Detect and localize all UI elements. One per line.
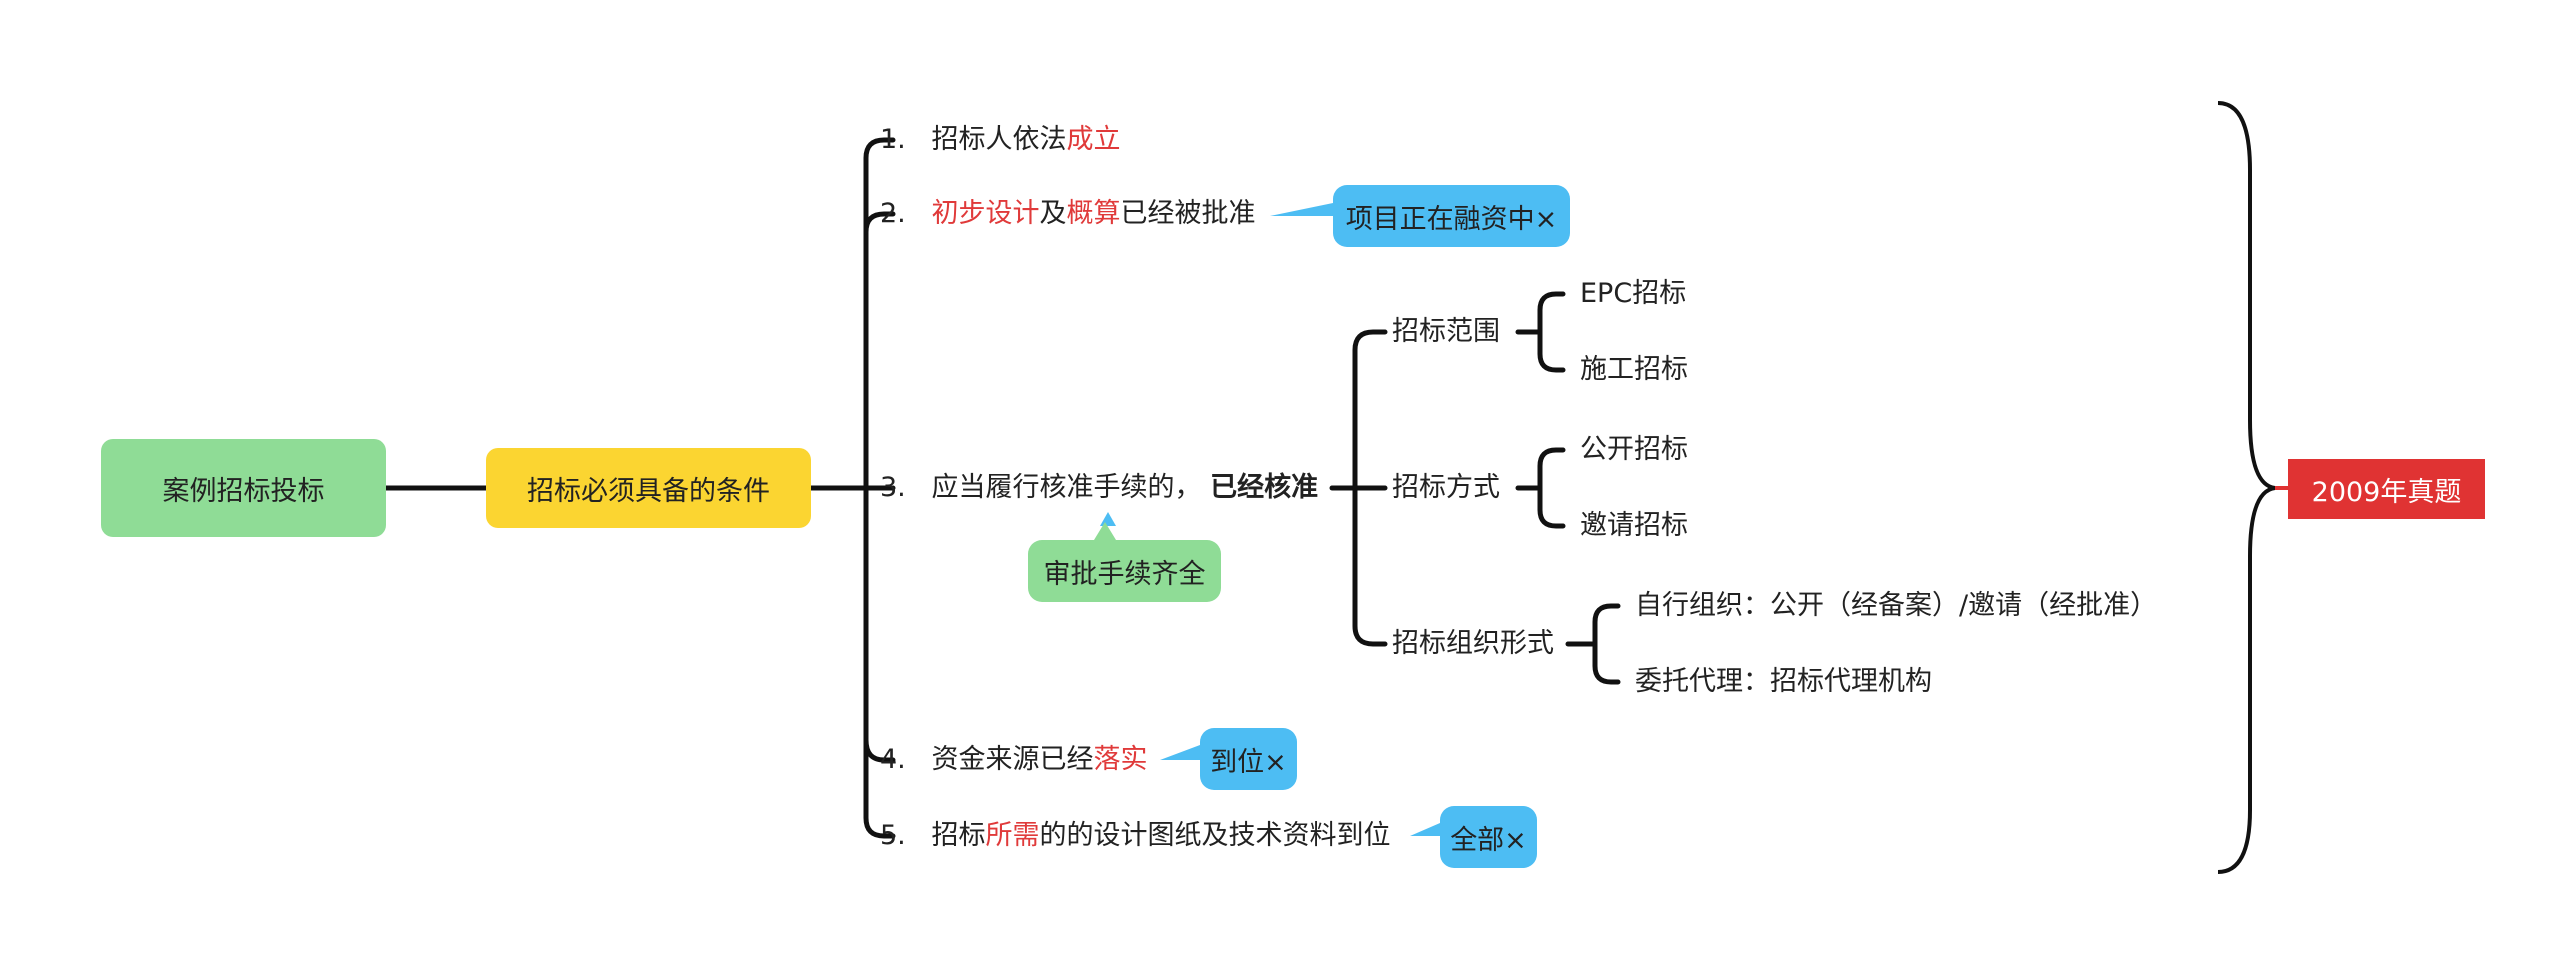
branch-method-open[interactable]: 公开招标	[1580, 430, 1688, 470]
branch-method-label: 招标方式	[1392, 472, 1500, 503]
branch-method-invite[interactable]: 邀请招标	[1580, 506, 1688, 546]
callout-in-place[interactable]: 到位×	[1200, 728, 1297, 790]
condition-2-number: 2.	[880, 198, 906, 229]
branch-scope-epc[interactable]: EPC招标	[1580, 274, 1686, 314]
callout-pointer-2	[1270, 203, 1333, 216]
condition-4-text: 资金来源已经	[931, 744, 1094, 775]
branch-2	[863, 211, 896, 235]
condition-3-text: 应当履行核准手续的，	[931, 472, 1202, 503]
green-callout-pointer	[1094, 522, 1116, 540]
condition-1-highlight: 成立	[1066, 124, 1121, 155]
main-topic-label: 招标必须具备的条件	[527, 475, 770, 507]
branch-method[interactable]: 招标方式	[1392, 468, 1500, 508]
condition-5-number: 5.	[880, 820, 906, 851]
main-topic-node[interactable]: 招标必须具备的条件	[486, 448, 811, 528]
condition-4-number: 4.	[880, 744, 906, 775]
condition-2-text-and: 及	[1039, 198, 1067, 229]
sub-bracket-bottom	[1352, 485, 1388, 647]
root-label: 案例招标投标	[162, 475, 325, 507]
scope-bottom	[1537, 329, 1566, 373]
condition-3-number: 3.	[880, 472, 906, 503]
callout-all[interactable]: 全部×	[1440, 806, 1537, 868]
scope-top	[1537, 291, 1566, 335]
branch-4	[863, 737, 896, 763]
condition-1[interactable]: 1. 招标人依法成立	[880, 120, 1121, 160]
year-tag[interactable]: 2009年真题	[2288, 459, 2485, 519]
year-tag-label: 2009年真题	[2311, 476, 2462, 508]
condition-2-highlight-budget: 概算	[1066, 198, 1121, 229]
condition-5-highlight: 所需	[985, 820, 1040, 851]
org-top	[1592, 603, 1621, 647]
condition-1-number: 1.	[880, 124, 906, 155]
sub-bracket-top	[1352, 329, 1388, 491]
callout-financing-label: 项目正在融资中×	[1345, 203, 1558, 235]
condition-5-text-start: 招标	[931, 820, 986, 851]
condition-4-highlight: 落实	[1093, 744, 1148, 775]
branch-org-label: 招标组织形式	[1392, 628, 1554, 659]
callout-in-place-label: 到位×	[1210, 746, 1287, 778]
condition-2[interactable]: 2. 初步设计及概算已经被批准	[880, 194, 1256, 234]
branch-org-self[interactable]: 自行组织：公开（经备案）/邀请（经批准）	[1635, 586, 2157, 626]
callout-approval[interactable]: 审批手续齐全	[1028, 540, 1221, 602]
condition-3-bold: 已经核准	[1210, 472, 1319, 503]
callout-approval-label: 审批手续齐全	[1043, 558, 1206, 590]
branch-org-agent-label: 委托代理：招标代理机构	[1635, 666, 1932, 697]
method-top	[1537, 447, 1566, 491]
condition-5[interactable]: 5. 招标所需的的设计图纸及技术资料到位	[880, 816, 1391, 856]
callout-all-label: 全部×	[1450, 824, 1527, 856]
branch-org-agent[interactable]: 委托代理：招标代理机构	[1635, 662, 1932, 702]
condition-5-text: 的的设计图纸及技术资料到位	[1039, 820, 1391, 851]
branch-method-invite-label: 邀请招标	[1580, 510, 1688, 541]
branch-scope-label: 招标范围	[1392, 316, 1500, 347]
callout-pointer-4	[1160, 745, 1200, 760]
org-bottom	[1592, 641, 1621, 685]
branch-org-self-label: 自行组织：公开（经备案）/邀请（经批准）	[1635, 590, 2158, 621]
condition-2-text: 已经被批准	[1120, 198, 1256, 229]
branch-scope-epc-label: EPC招标	[1580, 278, 1687, 309]
root-node[interactable]: 案例招标投标	[101, 439, 386, 537]
condition-3[interactable]: 3. 应当履行核准手续的， 已经核准	[880, 468, 1318, 508]
callout-financing[interactable]: 项目正在融资中×	[1333, 185, 1570, 247]
branch-scope-construction-label: 施工招标	[1580, 354, 1688, 385]
bracket-top	[863, 137, 896, 491]
condition-2-highlight-design: 初步设计	[931, 198, 1040, 229]
branch-scope[interactable]: 招标范围	[1392, 312, 1500, 352]
bracket-bottom	[863, 485, 896, 839]
method-bottom	[1537, 485, 1566, 529]
branch-method-open-label: 公开招标	[1580, 434, 1688, 465]
branch-scope-construction[interactable]: 施工招标	[1580, 350, 1688, 390]
condition-1-text: 招标人依法	[931, 124, 1067, 155]
right-brace	[2217, 101, 2276, 874]
condition-4[interactable]: 4. 资金来源已经落实	[880, 740, 1148, 780]
callout-pointer-3	[1100, 512, 1116, 526]
branch-org[interactable]: 招标组织形式	[1392, 624, 1554, 664]
callout-pointer-5	[1410, 823, 1440, 836]
